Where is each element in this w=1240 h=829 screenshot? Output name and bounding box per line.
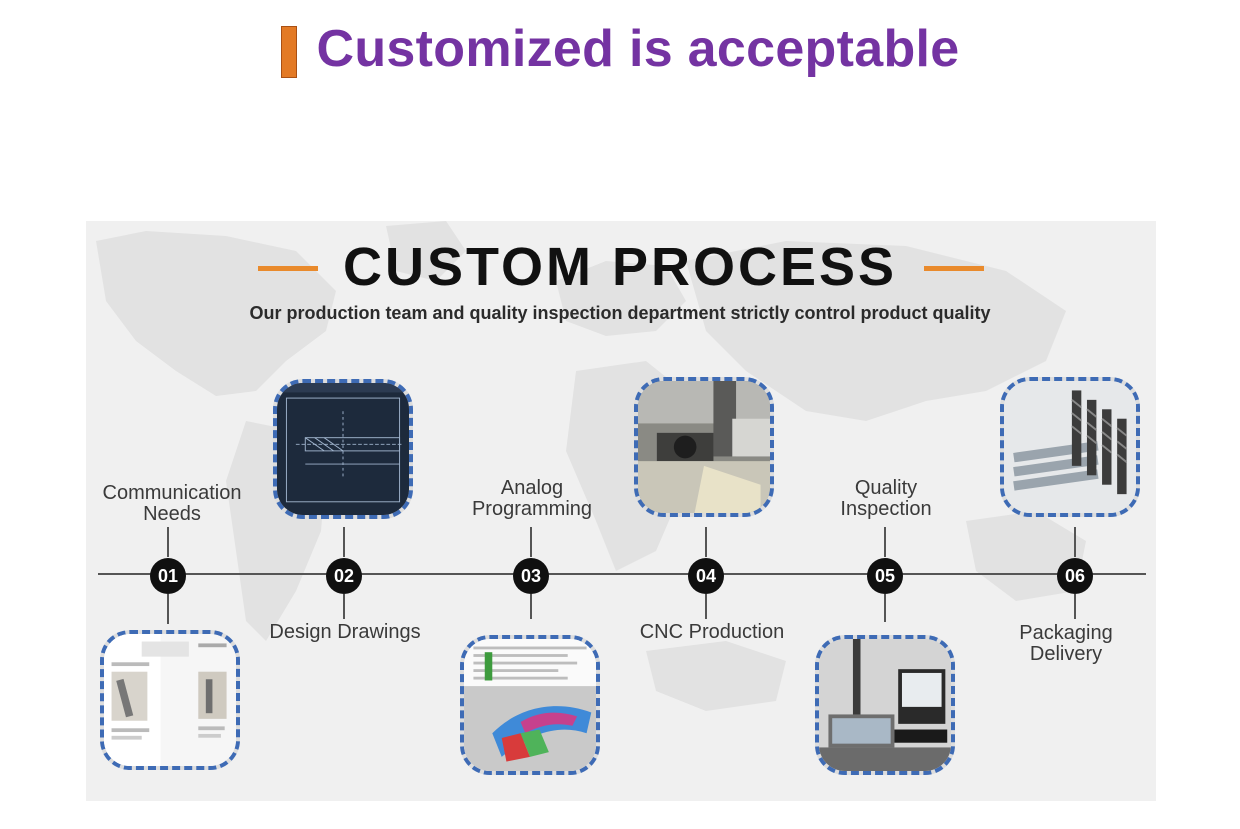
header-accent-bar xyxy=(280,26,297,78)
step-marker-04: 04 xyxy=(688,558,724,594)
step-label-05-line2: Inspection xyxy=(840,498,932,520)
connector-01-down xyxy=(167,594,169,624)
page-title: Customized is acceptable xyxy=(316,20,960,78)
title-dash-right xyxy=(924,266,984,271)
connector-03-down xyxy=(530,594,532,619)
photo-cnc-production xyxy=(634,377,774,517)
photo-design-drawing xyxy=(273,379,413,519)
step-marker-03: 03 xyxy=(513,558,549,594)
step-label-03-line1: Analog xyxy=(500,477,564,499)
connector-06-up xyxy=(1074,527,1076,557)
step-label-06-line1: Packaging xyxy=(1019,622,1113,644)
connector-02-up xyxy=(343,527,345,557)
connector-05-down xyxy=(884,594,886,622)
step-marker-05: 05 xyxy=(867,558,903,594)
step-label-01-line2: Needs xyxy=(143,503,201,525)
step-label-03-line2: Programming xyxy=(471,498,593,520)
timeline-line xyxy=(98,573,1146,575)
connector-05-up xyxy=(884,527,886,557)
connector-01-up xyxy=(167,527,169,557)
photo-communication-chat xyxy=(100,630,240,770)
step-label-03: Analog Programming xyxy=(422,478,642,520)
step-label-04-line1: CNC Production xyxy=(639,621,785,643)
step-label-02: Design Drawings xyxy=(235,622,455,643)
banner-subtitle: Our production team and quality inspecti… xyxy=(249,303,991,323)
photo-packaging-delivery xyxy=(1000,377,1140,517)
page-header: Customized is acceptable xyxy=(0,14,1240,84)
step-label-06: Packaging Delivery xyxy=(956,623,1176,665)
connector-04-down xyxy=(705,594,707,619)
connector-04-up xyxy=(705,527,707,557)
step-label-04: CNC Production xyxy=(602,622,822,643)
step-label-05: Quality Inspection xyxy=(776,478,996,520)
photo-analog-programming xyxy=(460,635,600,775)
step-marker-01: 01 xyxy=(150,558,186,594)
step-label-06-line2: Delivery xyxy=(1029,643,1103,665)
step-label-05-line1: Quality xyxy=(854,477,918,499)
step-marker-06: 06 xyxy=(1057,558,1093,594)
photo-quality-inspection xyxy=(815,635,955,775)
step-marker-02: 02 xyxy=(326,558,362,594)
step-label-02-line1: Design Drawings xyxy=(269,621,421,643)
connector-02-down xyxy=(343,594,345,619)
connector-03-up xyxy=(530,527,532,557)
step-label-01-line1: Communication xyxy=(102,482,242,504)
title-dash-left xyxy=(258,266,318,271)
step-label-01: Communication Needs xyxy=(62,483,282,525)
connector-06-down xyxy=(1074,594,1076,619)
banner-title: CUSTOM PROCESS xyxy=(342,237,898,297)
